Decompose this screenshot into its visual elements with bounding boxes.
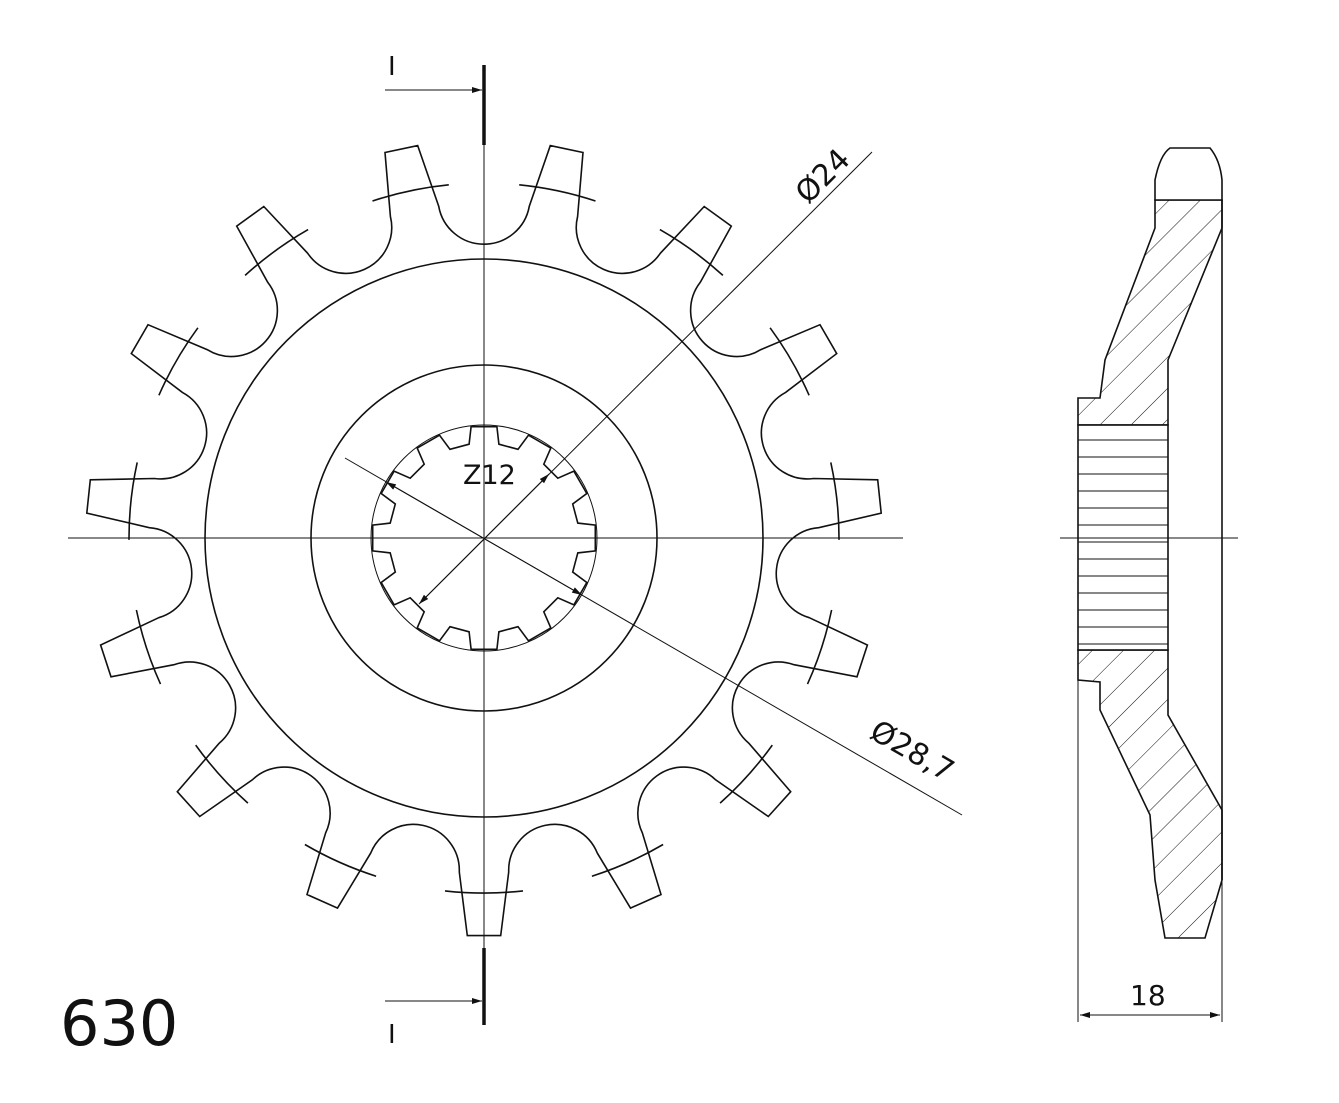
tooth-chamfer-line: [372, 184, 449, 202]
tooth-chamfer-line: [830, 462, 840, 540]
dim-label-28-7: Ø28,7: [864, 714, 960, 790]
tooth-tip-profile: [1154, 147, 1223, 201]
tooth-chamfer-line: [519, 184, 596, 202]
sprocket-outline: [85, 144, 883, 937]
tooth-chamfer-lines: [128, 184, 840, 894]
tooth-chamfer-line: [158, 327, 199, 396]
tooth-chamfer-line: [304, 843, 377, 877]
tooth-chamfer-line: [659, 228, 724, 276]
tooth-chamfer-line: [244, 228, 309, 276]
section-label-top: I: [388, 52, 396, 82]
tooth-chamfer-line: [769, 327, 810, 396]
dim-arrows-28-7: [385, 481, 583, 596]
tooth-chamfer-line: [806, 609, 833, 685]
dim-label-18: 18: [1130, 979, 1166, 1012]
section-hatch-lower: [1077, 649, 1223, 939]
dim-label-24: Ø24: [789, 142, 857, 210]
side-section-view: [1060, 147, 1238, 1022]
tooth-chamfer-line: [135, 609, 162, 685]
tooth-chamfer-line: [719, 744, 773, 804]
tooth-chamfer-line: [591, 843, 664, 877]
section-hatch-upper: [1077, 199, 1223, 426]
tooth-chamfer-line: [128, 462, 138, 540]
tooth-chamfer-line: [195, 744, 249, 804]
spline-label: Z12: [463, 460, 516, 491]
section-label-bottom: I: [388, 1020, 396, 1050]
pitch-label: 630: [60, 987, 178, 1060]
